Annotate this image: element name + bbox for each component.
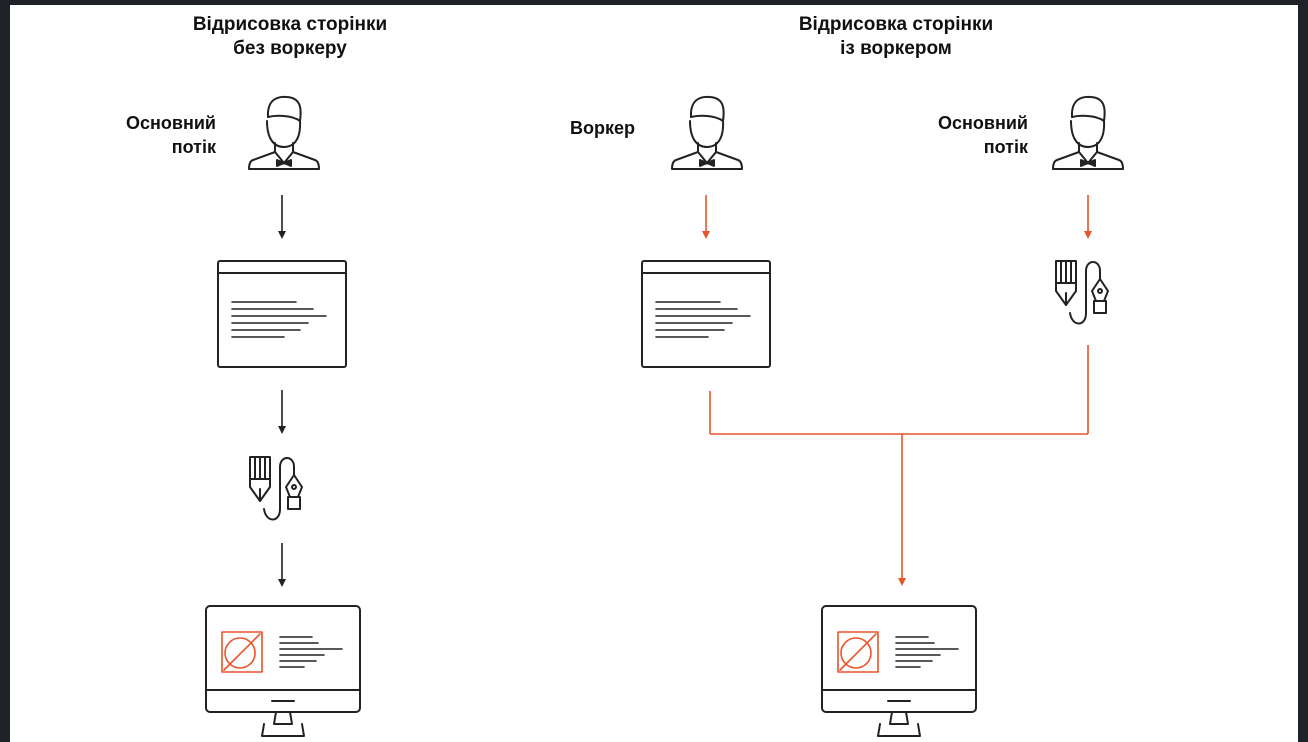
left-title-line2: без воркеру <box>233 38 347 59</box>
right-monitor-icon <box>821 605 977 737</box>
left-title-line1: Відрисовка сторінки <box>192 14 388 35</box>
left-main-thread-label: Основний потік <box>126 111 216 159</box>
left-pen-tablet-icon <box>249 456 303 521</box>
down-arrow-icon <box>278 195 286 239</box>
worker-person-icon <box>671 95 743 170</box>
worker-label: Воркер <box>570 118 636 138</box>
down-arrow-icon <box>278 543 286 587</box>
right-title-line2: із воркером <box>840 38 952 59</box>
left-main-thread-line1: Основний <box>126 113 216 133</box>
right-title-line1: Відрисовка сторінки <box>798 14 994 35</box>
down-arrow-icon <box>1084 195 1092 239</box>
down-arrow-icon <box>702 195 710 239</box>
right-main-thread-line1: Основний <box>938 113 1028 133</box>
merge-connector <box>709 345 1089 579</box>
left-person-icon <box>248 95 320 170</box>
left-main-thread-line2: потік <box>171 137 216 157</box>
diagram-canvas: Відрисовка сторінки без воркеру Відрисов… <box>10 5 1298 742</box>
down-arrow-icon <box>278 390 286 434</box>
left-document-window-icon <box>217 260 347 368</box>
right-person-icon <box>1052 95 1124 170</box>
right-section-title: Відрисовка сторінки із воркером <box>736 13 1056 61</box>
right-main-thread-line2: потік <box>983 137 1028 157</box>
right-main-thread-label: Основний потік <box>938 111 1028 159</box>
down-arrow-icon <box>898 578 906 586</box>
left-monitor-icon <box>205 605 361 737</box>
diagram-graphics <box>205 95 1124 737</box>
worker-document-window-icon <box>641 260 771 368</box>
left-section-title: Відрисовка сторінки без воркеру <box>130 13 450 61</box>
right-pen-tablet-icon <box>1055 260 1109 325</box>
